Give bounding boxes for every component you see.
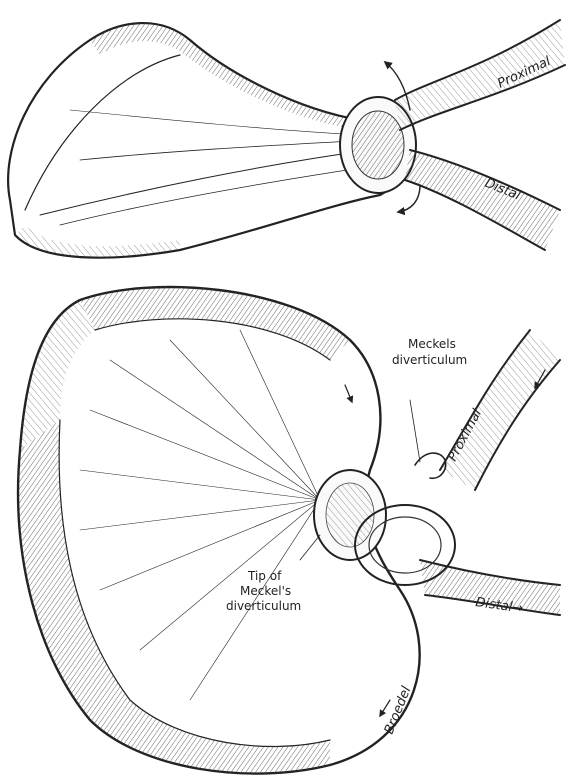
bottom-label-tip-1: Tip of [247,569,282,583]
bottom-diverticulum [415,453,446,478]
bottom-label-tip-2: Meckel's [240,584,291,598]
bottom-volvulus-drawing: Meckels diverticulum Proximal Distal→ Ti… [18,287,560,774]
bottom-label-meckels-1: Meckels [408,337,456,351]
bottom-label-tip-3: diverticulum [226,599,301,613]
artist-signature: Broedel [382,684,415,736]
top-volvulus-drawing: Proximal Distal [8,20,565,258]
bottom-label-meckels-2: diverticulum [392,353,467,367]
